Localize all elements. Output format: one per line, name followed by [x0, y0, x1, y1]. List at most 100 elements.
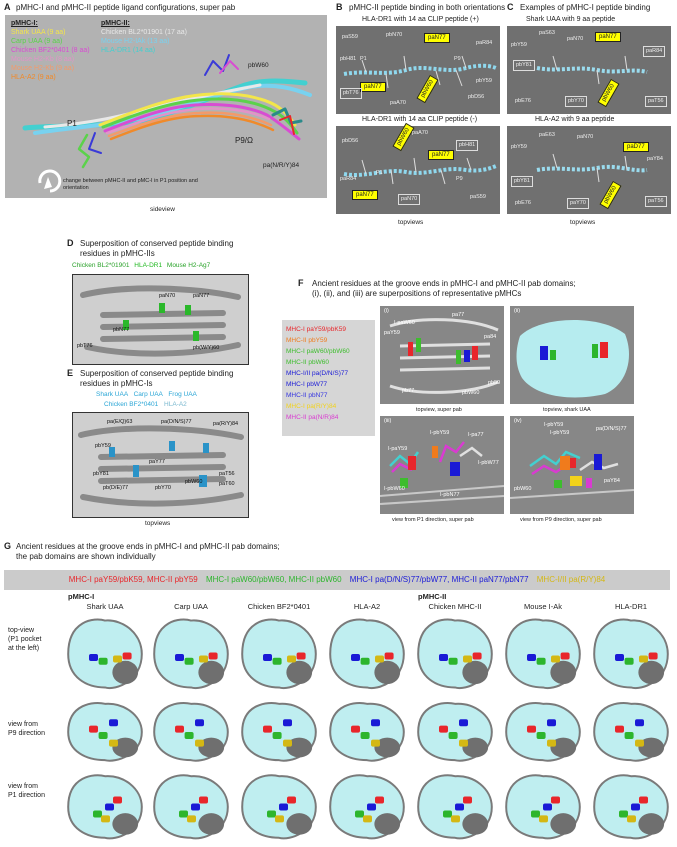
residue-box: paT56 [645, 96, 667, 107]
residue-label: paS59 [470, 194, 486, 200]
residue-label: paR84 [340, 176, 357, 182]
legend-item: HLA-DR1 (14 aa) [101, 47, 156, 54]
surface-render [417, 618, 493, 690]
residue-label: pa(D/N/S)77 [161, 419, 192, 425]
panel-b-title: pMHC-II peptide binding in both orientat… [349, 3, 506, 12]
panel-e-title: Superposition of conserved peptide bindi… [80, 369, 234, 388]
residue-label: I-pbN77 [440, 492, 460, 498]
panel-a-image: pMHC-I: Shark UAA (9 aa) Carp UAA (9 aa)… [5, 15, 327, 198]
residue-label: paA70 [412, 130, 428, 136]
panel-d-image: paN70 paN77 pbN77 pbT76 pb(W/Y)60 [72, 274, 249, 365]
residue-label: pa84 [484, 334, 497, 340]
residue-label: pbW60 [462, 390, 480, 396]
residue-label: paN70 [159, 293, 176, 299]
panel-f-title2: (i), (ii), and (iii) are superpositions … [312, 289, 522, 298]
residue-label: pbE76 [515, 98, 531, 104]
legend-item: MHC-I/II pa(R/Y)84 [536, 575, 606, 584]
yellow-label: paN77 [360, 82, 386, 92]
panel-b-sub2: HLA-DR1 with 14 aa CLIP peptide (-) [362, 116, 478, 123]
residue-label: paY77 [149, 459, 165, 465]
subpanel-label: (i) [384, 308, 389, 314]
residue-label: paS63 [539, 30, 555, 36]
caption-f2: topview, shark UAA [543, 407, 591, 413]
panel-f-legend: MHC-I paY59/pbK59 MHC-II pbY59 MHC-I paW… [282, 320, 375, 436]
panel-f-image-i: (i) I-paW60 paY59 pa77 pb77 pbW60 pa84 p… [380, 306, 504, 404]
residue-label: pbT76 [77, 343, 93, 349]
panel-e-caption: topviews [145, 520, 171, 527]
row-label-topview: top-view (P1 pocket at the left) [8, 627, 42, 652]
legend-item: MHC-I pbW77 [286, 381, 328, 388]
panel-g-legend: MHC-I paY59/pbK59, MHC-II pbY59 MHC-I pa… [4, 570, 670, 590]
residue-label: pbY59 [511, 42, 527, 48]
residue-box: pbY81 [511, 176, 533, 187]
residue-label: pbY70 [155, 485, 171, 491]
legend-item: Carp UAA (9 aa) [11, 38, 63, 45]
legend-item: MHC-II pbW60 [288, 575, 342, 584]
yellow-label: paN77 [595, 32, 621, 42]
residue-label: pa(E/Q)63 [107, 419, 133, 425]
legend-item: Mouse H2-Kb (9 aa) [11, 65, 75, 72]
residue-label: pb(W/Y)60 [193, 345, 220, 351]
panel-a-caption: sideview [150, 206, 175, 213]
legend-item: MHC-II pbN77 [286, 392, 328, 399]
legend-item: Mouse H2-IAk (13 aa) [101, 38, 170, 45]
panel-e-letter: E [67, 368, 74, 378]
peptide-superposition-graphic [22, 54, 312, 193]
yellow-label: paN77 [424, 33, 450, 43]
surface-render [329, 618, 405, 690]
residue-label: paS59 [342, 34, 358, 40]
residue-label: paR84 [476, 40, 493, 46]
surface-render [505, 774, 581, 840]
panel-b-caption: topviews [398, 219, 424, 226]
legend-item: MHC-I paY59/pbK59, [68, 575, 145, 584]
surface-render [67, 618, 143, 690]
residue-label: paN77 [193, 293, 210, 299]
surface-render [593, 774, 669, 840]
legend-item: MHC-II pa(N/R)84 [286, 414, 339, 421]
panel-d-title: Superposition of conserved peptide bindi… [80, 239, 234, 258]
yellow-label: paD77 [623, 142, 649, 152]
residue-box: paY70 [567, 198, 589, 209]
residue-label: pbH81 [340, 56, 357, 62]
panel-f-image-iv: (iv) I-pbY59 I-pbY59 pa(D/N/S)77 paY84 p… [510, 416, 634, 514]
residue-label: pbY59 [511, 144, 527, 150]
surface-render [417, 774, 493, 840]
residue-label: I-pbY59 [430, 430, 450, 436]
panel-b-image-1: paN77 paN77 pbW60 pbT76 pbH81 paS59 pbN7… [336, 26, 500, 114]
residue-label: P9 [454, 56, 461, 62]
panel-e-image: pa(E/Q)63 pa(D/N/S)77 pa(R/Y)84 pbY59 pa… [72, 412, 249, 518]
residue-label: paY84 [647, 156, 663, 162]
residue-label: pbD56 [342, 138, 359, 144]
residue-box: pbY70 [565, 96, 587, 107]
row-label-p1: view from P1 direction [8, 783, 45, 799]
panel-g-letter: G [4, 541, 12, 551]
residue-label: paY59 [384, 330, 400, 336]
residue-label: pa(D/N/S)77 [596, 426, 627, 432]
legend-item: Frog UAA [168, 391, 197, 398]
residue-label: pb77 [402, 388, 415, 394]
residue-label: I-pbY59 [550, 430, 570, 436]
legend-item: MHC-I pa(R/Y)84 [286, 403, 337, 410]
residue-label: paA70 [390, 100, 406, 106]
residue-label: I-paW60 [394, 320, 415, 326]
residue-label: pbY81 [93, 471, 109, 477]
orientation-note: change between pMHC-II and pMC-I in P1 p… [63, 178, 198, 191]
legend-item: MHC-II pbY59 [286, 337, 328, 344]
panel-c-image-1: paN77 pbW60 pbY81 paR84 paT56 pbY70 pbY5… [507, 26, 671, 114]
column-header: Chicken BF2*0401 [247, 602, 311, 611]
residue-label: pbN70 [386, 32, 403, 38]
panel-f-image-ii: (ii) [510, 306, 634, 404]
row-label-p9: view from P9 direction [8, 721, 45, 737]
column-header: HLA-A2 [353, 602, 381, 611]
legend-item: Carp UAA [133, 391, 163, 398]
panel-b-letter: B [336, 2, 343, 12]
residue-label: I-pbW77 [478, 460, 499, 466]
legend-item: MHC-I paW60/pbW60 [286, 348, 350, 355]
surface-render [505, 618, 581, 690]
residue-label: pbN77 [113, 327, 130, 333]
column-header: Chicken MHC-II [428, 602, 482, 611]
residue-label: paY84 [604, 478, 620, 484]
panel-b-image-2: pbW60 paN77 paN77 pbH81 paN70 pbD56 paA7… [336, 122, 500, 214]
panel-c-caption: topviews [570, 219, 596, 226]
residue-label: I-paY59 [388, 446, 408, 452]
